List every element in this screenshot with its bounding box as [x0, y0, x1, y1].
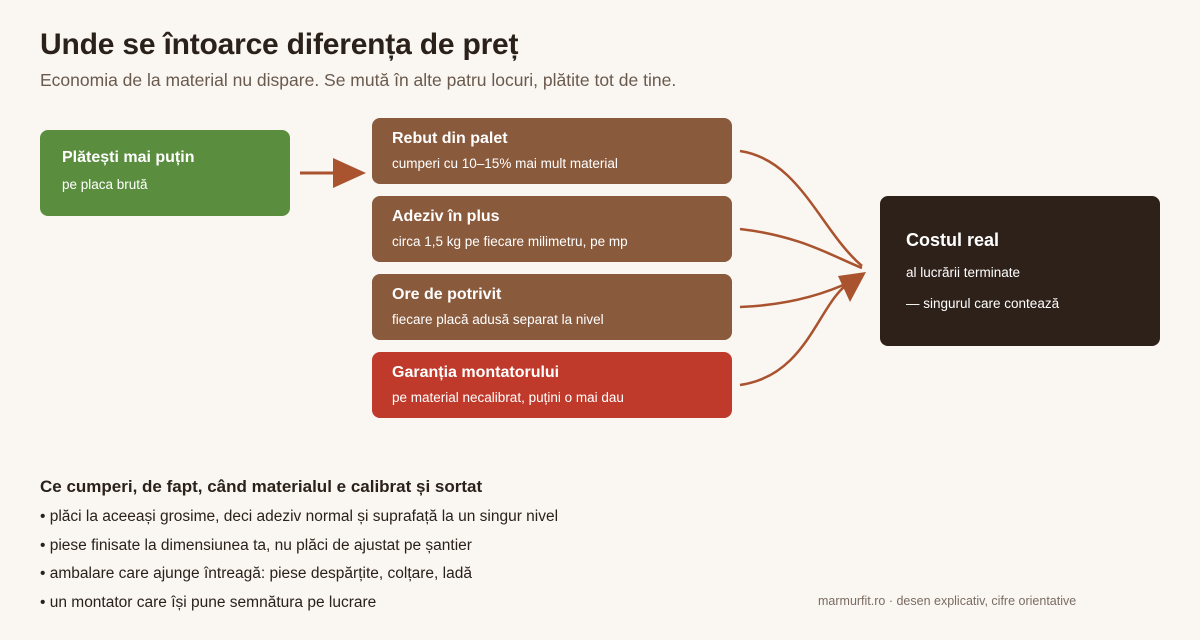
source-detail: pe placa brută: [62, 177, 148, 192]
footer-credit: marmurfit.ro · desen explicativ, cifre o…: [818, 594, 1077, 608]
connector-garantie: [739, 279, 853, 387]
connector-rebut: [739, 149, 863, 267]
cost-detail: pe material necalibrat, puțini o mai dau: [392, 390, 624, 405]
source-box: Plătești mai puțin pe placa brută: [40, 130, 290, 216]
result-box: Costul real al lucrării terminate — sing…: [880, 196, 1160, 346]
cost-title: Adeziv în plus: [392, 208, 500, 225]
result-line-2: — singurul care contează: [906, 296, 1060, 311]
list-item: • piese finisate la dimensiunea ta, nu p…: [40, 536, 472, 554]
cost-title: Garanția montatorului: [392, 364, 560, 381]
cost-box-rebut: Rebut din palet cumperi cu 10–15% mai mu…: [372, 118, 732, 184]
cost-box-garantie: Garanția montatorului pe material necali…: [372, 352, 732, 418]
connector-adeziv: [739, 227, 863, 270]
cost-title: Rebut din palet: [392, 130, 508, 147]
list-item: • ambalare care ajunge întreagă: piese d…: [40, 565, 472, 582]
cost-detail: fiecare placă adusă separat la nivel: [392, 312, 604, 327]
benefits-title: Ce cumperi, de fapt, când materialul e c…: [40, 477, 483, 496]
connector-ore: [739, 279, 853, 309]
result-line-1: al lucrării terminate: [906, 265, 1021, 280]
cost-detail: cumperi cu 10–15% mai mult material: [392, 156, 618, 171]
cost-box-ore: Ore de potrivit fiecare placă adusă sepa…: [372, 274, 732, 340]
arrow-head-result: [838, 272, 866, 302]
benefits-list: • plăci la aceeași grosime, deci adeziv …: [40, 508, 558, 622]
list-item: • un montator care își pune semnătura pe…: [40, 593, 377, 611]
result-title: Costul real: [906, 230, 1000, 250]
cost-title: Ore de potrivit: [392, 286, 502, 303]
source-title: Plătești mai puțin: [62, 149, 195, 166]
cost-box-adeziv: Adeziv în plus circa 1,5 kg pe fiecare m…: [372, 196, 732, 262]
cost-detail: circa 1,5 kg pe fiecare milimetru, pe mp: [392, 234, 628, 249]
arrow-head-source: [333, 158, 366, 188]
page-subtitle: Economia de la material nu dispare. Se m…: [40, 70, 677, 90]
list-item: • plăci la aceeași grosime, deci adeziv …: [40, 508, 559, 525]
page-title: Unde se întoarce diferența de preț: [40, 28, 519, 61]
